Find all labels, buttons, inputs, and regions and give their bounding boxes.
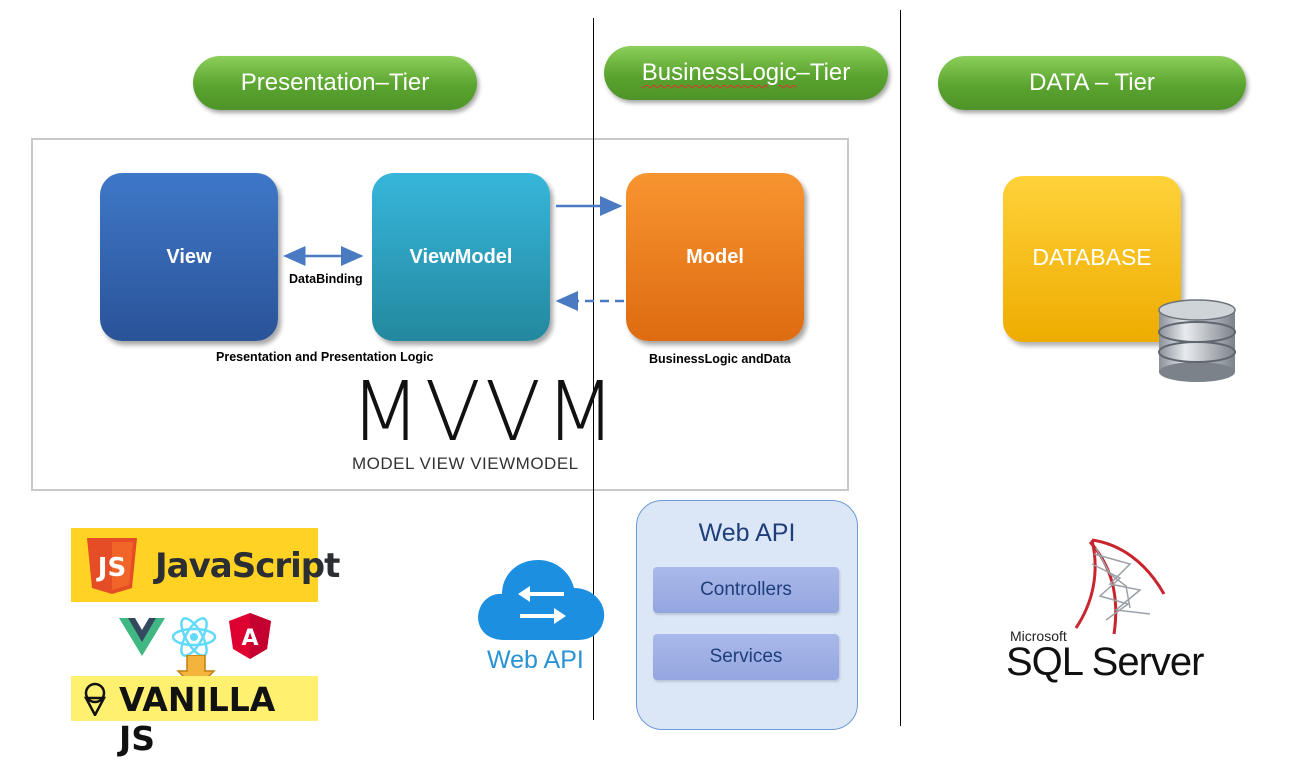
angular-icon: A: [229, 613, 271, 659]
sql-server-logo-icon: [1074, 538, 1166, 635]
ice-cream-icon: [83, 682, 107, 716]
business-logic-tier-label: BusinessLogic–Tier: [641, 59, 851, 86]
data-tier-pill: DATA – Tier: [938, 56, 1246, 110]
js-shield-icon: JS: [87, 538, 137, 594]
javascript-label: JavaScript: [155, 546, 340, 586]
database-label: DATABASE: [1032, 243, 1152, 270]
database-box: DATABASE: [1003, 176, 1181, 342]
presentation-tier-label: Presentation–Tier: [240, 69, 430, 96]
view-box: View: [100, 173, 278, 341]
sql-server-label: SQL Server: [1006, 640, 1204, 684]
data-tier-label: DATA – Tier: [1029, 69, 1155, 96]
web-api-panel: Web API Controllers Services: [636, 500, 858, 730]
services-item: Services: [653, 634, 839, 680]
model-label: Model: [686, 245, 744, 268]
model-box: Model: [626, 173, 804, 341]
viewmodel-label: ViewModel: [409, 245, 513, 268]
mvvm-logo: MVVM: [350, 365, 620, 460]
cloud-web-api-label: Web API: [487, 646, 584, 674]
mvvm-logo-subtitle: MODEL VIEW VIEWMODEL: [352, 454, 579, 473]
react-icon: [171, 617, 217, 657]
view-label: View: [166, 245, 212, 268]
viewmodel-box: ViewModel: [372, 173, 550, 341]
vue-icon: [119, 618, 165, 656]
presentation-tier-pill: Presentation–Tier: [193, 56, 477, 110]
svg-text:A: A: [241, 626, 258, 651]
microsoft-label: Microsoft: [1010, 628, 1067, 644]
controllers-item: Controllers: [653, 567, 839, 613]
vanilla-js-label: VANILLA JS: [119, 680, 276, 758]
database-cylinder-icon: [1158, 299, 1236, 382]
business-logic-tier-pill: BusinessLogic–Tier: [604, 46, 888, 100]
business-logic-caption: BusinessLogic andData: [649, 352, 791, 366]
web-api-title: Web API: [698, 519, 796, 547]
svg-text:JS: JS: [96, 553, 126, 583]
tier-divider-right: [900, 10, 901, 726]
javascript-banner: JS JavaScript: [71, 528, 340, 602]
vanilla-js-banner: VANILLA JS: [71, 676, 318, 758]
tier-divider-left: [593, 18, 594, 720]
databinding-label: DataBinding: [289, 272, 363, 286]
presentation-logic-caption: Presentation and Presentation Logic: [216, 350, 434, 364]
cloud-exchange-icon: [478, 560, 605, 640]
